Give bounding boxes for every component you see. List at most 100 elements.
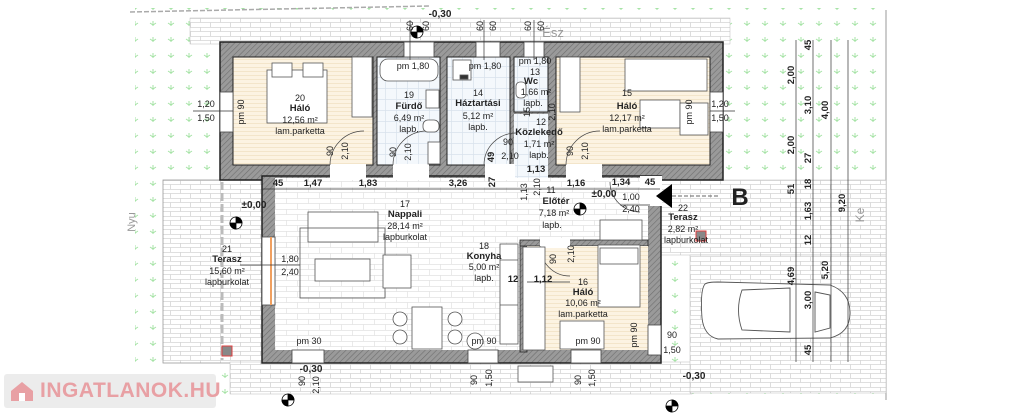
opening-label: 15 [522, 106, 532, 118]
room-12 [514, 114, 548, 180]
dimension-label: 1,63 [803, 201, 814, 221]
room-name: Nappali [387, 209, 423, 220]
opening-label: 1,50 [587, 369, 597, 387]
level-top: -0,30 [428, 9, 452, 20]
opening-label: 1,00 [622, 192, 640, 202]
room-area: 1,66 m² [520, 87, 552, 97]
level-left: ±0,00 [241, 200, 267, 211]
room-floor: lapb. [542, 220, 562, 230]
opening-label: 1,50 [711, 113, 729, 123]
opening-label: pm 90 [236, 99, 246, 125]
dimension-label: 1,13 [526, 164, 546, 175]
dimension-label: 18 [803, 178, 814, 190]
level-bottom-right: -0,30 [682, 371, 706, 382]
compass-north-label: Ész [542, 25, 564, 40]
watermark-text: INGATLANOK.HU [40, 379, 222, 402]
opening-label: 2,10 [547, 103, 557, 121]
dimension-label: 12 [507, 274, 519, 285]
room-name: Konyha [466, 251, 502, 262]
room-area: 12,56 m² [282, 115, 318, 125]
opening-label: pm 90 [684, 99, 694, 125]
plot-boundary [129, 5, 431, 13]
room-name: Előtér [542, 196, 570, 207]
room-name: Közlekedő [515, 127, 563, 138]
dimension-label: 1,47 [303, 178, 323, 189]
opening-label: 90 [388, 146, 398, 158]
room-area: 10,06 m² [565, 298, 601, 308]
room-area: 6,49 m² [393, 113, 425, 123]
compass-east-label: Ke [853, 207, 867, 223]
dimension-label: 4,69 [786, 266, 797, 286]
room-number: 11 [546, 185, 556, 195]
room-floor: lapb. [523, 98, 543, 108]
dimension-label: 1,16 [566, 178, 586, 189]
room-area: 5,12 m² [462, 111, 494, 121]
room-number: 17 [399, 199, 411, 209]
room-floor: lam.parketta [558, 309, 608, 319]
room-name: Háló [572, 287, 594, 298]
dimension-label: 2,00 [786, 65, 797, 85]
terrace-21 [162, 179, 266, 364]
opening-label: 2,10 [311, 376, 321, 394]
room-floor: lam.parketta [602, 124, 652, 134]
opening-label: pm 90 [471, 336, 497, 346]
opening-label: 90 [325, 145, 335, 157]
room-name: Wc [523, 76, 539, 87]
dimension-label: 1,13 [519, 183, 529, 201]
opening-label: 49 [486, 151, 497, 163]
opening-label: 90 [548, 253, 558, 265]
opening-label: 1,20 [711, 99, 729, 109]
room-area: 2,82 m² [667, 224, 699, 234]
room-floor: lapb. [529, 150, 549, 160]
room-area: 1,71 m² [523, 139, 555, 149]
dimension-label: 27 [487, 176, 498, 188]
house-logo-icon [11, 382, 33, 401]
opening-label: pm 1,80 [468, 61, 502, 71]
dimension-lines [193, 20, 849, 362]
opening-label: 90 [297, 375, 307, 387]
room-floor: lapb. [399, 124, 419, 134]
door-19 [393, 164, 429, 180]
paving-south [229, 361, 693, 395]
room-name: Háló [616, 101, 638, 112]
entrance-arrow-icon [656, 184, 672, 208]
opening-label: 1,20 [197, 99, 215, 109]
entrance-label: B [731, 184, 749, 211]
dimension-label: 45 [803, 39, 814, 51]
opening-label: 2,40 [622, 204, 640, 214]
room-area: 28,14 m² [387, 221, 423, 231]
paving-north [189, 17, 731, 45]
dimension-label: 45 [272, 178, 284, 189]
opening-label: 90 [469, 374, 479, 386]
room-name: Terasz [668, 212, 698, 223]
compass-west-label: Nyu [126, 212, 138, 232]
door-20 [330, 164, 366, 180]
dimension-label: 9,20 [837, 193, 848, 213]
room-number: 21 [221, 244, 233, 254]
furniture [266, 56, 709, 383]
opening-label: 60 [488, 20, 498, 32]
opening-label: 2,10 [580, 142, 590, 160]
opening-label: 60 [475, 20, 485, 32]
opening-label: 90 [502, 137, 514, 147]
opening-label: 1,50 [484, 369, 494, 387]
dimension-label: 1,83 [358, 178, 378, 189]
dimension-label: 2,10 [532, 178, 542, 196]
opening-label: 90 [565, 145, 575, 157]
opening-label: 90 [573, 374, 583, 386]
dimension-label: 3,00 [803, 290, 814, 310]
dimension-label: 3,10 [803, 95, 814, 115]
room-floor: lapb. [468, 122, 488, 132]
room-number: 12 [535, 117, 547, 127]
door-15 [566, 164, 602, 180]
level-markers [229, 25, 679, 413]
car [700, 281, 851, 340]
level-bottom-left: -0,30 [299, 364, 323, 375]
opening-label: 60 [405, 20, 415, 32]
dimension-label: 12 [803, 234, 814, 246]
opening-label: pm 90 [629, 322, 639, 348]
door-14 [485, 164, 515, 180]
watermark: INGATLANOK.HU [4, 374, 221, 408]
opening-label: pm 1,80 [396, 61, 430, 71]
